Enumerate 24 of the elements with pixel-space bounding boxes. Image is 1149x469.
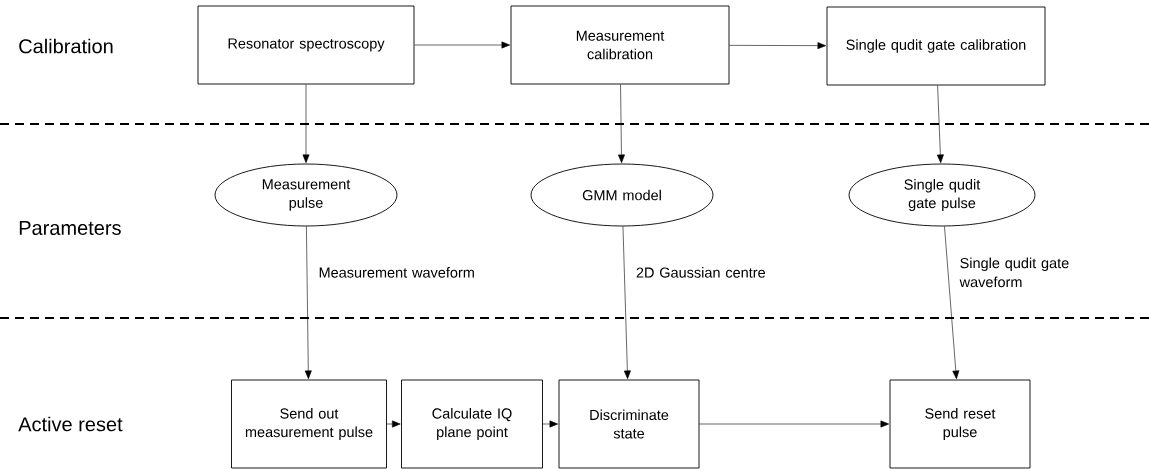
arrow	[944, 226, 960, 380]
arrow	[302, 84, 310, 163]
arrow	[618, 84, 625, 164]
process-box: Calculate IQ plane point	[401, 379, 543, 469]
process-box: Single qudit gate calibration	[826, 6, 1046, 86]
row-label: Calibration	[19, 38, 113, 54]
edge-label: Single qudit gate waveform	[959, 257, 1069, 288]
arrow	[542, 420, 559, 428]
process-box: Measurement calibration	[510, 5, 730, 85]
row-label: Parameters	[19, 221, 121, 235]
edge-label: 2D Gaussian centre	[636, 267, 765, 278]
arrow	[936, 85, 944, 164]
row-label: Active reset	[18, 416, 123, 432]
process-box: Discriminate state	[558, 379, 700, 469]
arrow	[729, 42, 827, 50]
edge-label: Measurement waveform	[319, 267, 474, 278]
process-box: Resonator spectroscopy	[197, 5, 415, 85]
arrow	[304, 226, 312, 380]
process-box: Send out measurement pulse	[231, 379, 387, 469]
process-box: Send reset pulse	[889, 379, 1031, 469]
arrow	[386, 420, 401, 428]
arrow	[622, 226, 631, 380]
arrow	[699, 420, 890, 428]
arrow	[414, 41, 511, 49]
